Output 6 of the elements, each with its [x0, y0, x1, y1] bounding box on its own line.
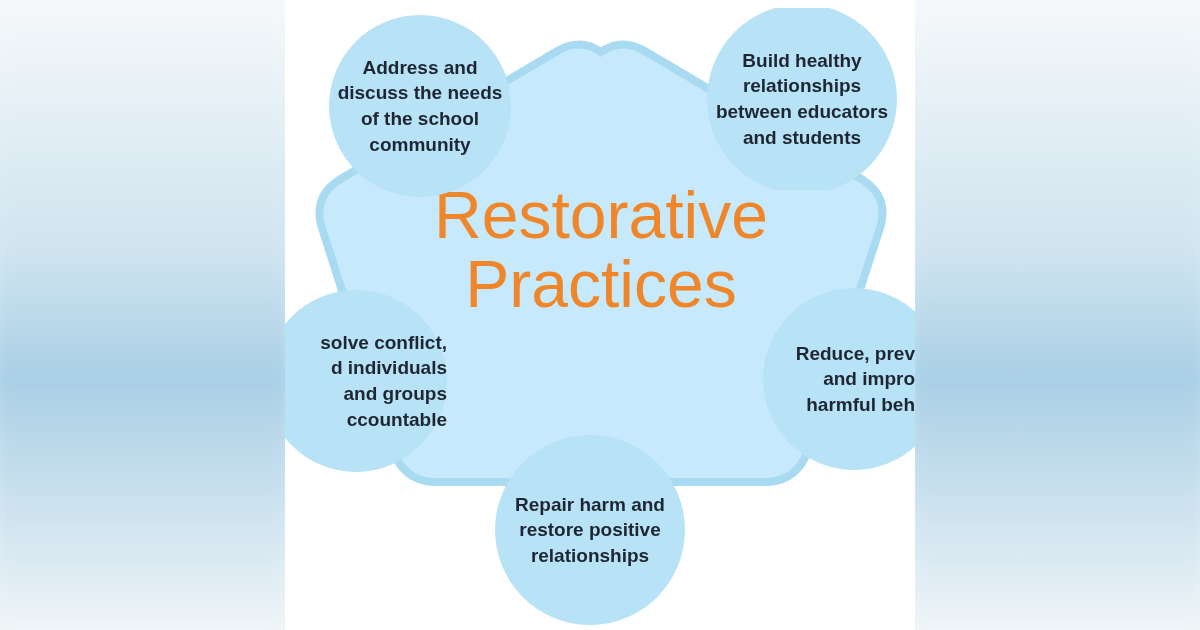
circle-text: Repair harm and restore positive relationships: [514, 492, 666, 568]
circle-text: solve conflict, d individuals and groups ccountable: [319, 330, 447, 432]
title: Restorative Practices: [433, 180, 769, 320]
circle-text: Address and discuss the needs of the school community: [336, 55, 504, 157]
circle-text: Reduce, prev and impro harmful beh: [794, 341, 915, 417]
circle-text: Build healthy relationships between educators and students: [714, 48, 890, 150]
